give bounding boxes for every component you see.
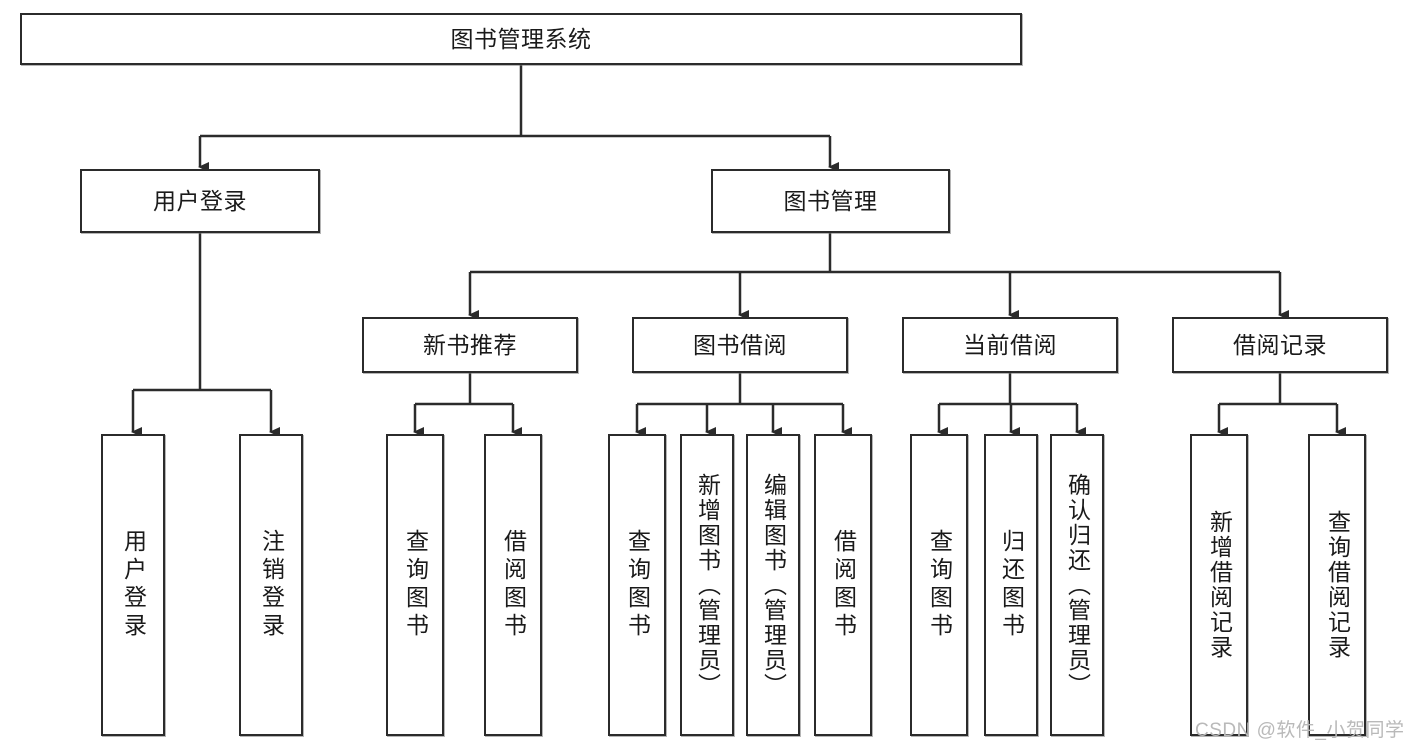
node-leaf-return-book[interactable]: 归还图书 (984, 434, 1038, 736)
node-leaf-query-book-2[interactable]: 查询图书 (608, 434, 666, 736)
node-label: 新增图书（管理员） (694, 472, 721, 698)
node-book-manage[interactable]: 图书管理 (711, 169, 950, 233)
node-leaf-confirm-return-admin[interactable]: 确认归还（管理员） (1050, 434, 1104, 736)
node-label: 编辑图书（管理员） (760, 472, 787, 698)
node-label: 注销登录 (258, 529, 285, 641)
node-leaf-add-book-admin[interactable]: 新增图书（管理员） (680, 434, 734, 736)
node-label: 借阅记录 (1233, 331, 1327, 358)
node-label: 借阅图书 (500, 529, 527, 641)
node-label: 查询图书 (624, 529, 651, 641)
node-current-borrow[interactable]: 当前借阅 (902, 317, 1118, 373)
node-leaf-add-borrow-record[interactable]: 新增借阅记录 (1190, 434, 1248, 736)
node-leaf-borrow-book-1[interactable]: 借阅图书 (484, 434, 542, 736)
node-label: 当前借阅 (963, 331, 1057, 358)
node-label: 归还图书 (998, 529, 1025, 641)
node-label: 查询借阅记录 (1324, 510, 1351, 660)
node-label: 查询图书 (402, 529, 429, 641)
node-leaf-user-logout[interactable]: 注销登录 (239, 434, 303, 736)
node-label: 借阅图书 (830, 529, 857, 641)
node-user-login[interactable]: 用户登录 (80, 169, 320, 233)
node-label: 新书推荐 (423, 331, 517, 358)
connector-lines (131, 65, 1346, 437)
node-label: 新增借阅记录 (1206, 510, 1233, 660)
node-leaf-user-login[interactable]: 用户登录 (101, 434, 165, 736)
node-label: 图书管理系统 (450, 25, 592, 52)
csdn-watermark: CSDN @软件_小贺同学 (1195, 720, 1405, 741)
node-book-borrow[interactable]: 图书借阅 (632, 317, 848, 373)
node-borrow-record[interactable]: 借阅记录 (1172, 317, 1388, 373)
node-label: 图书借阅 (693, 331, 787, 358)
node-label: 确认归还（管理员） (1064, 472, 1091, 698)
node-leaf-borrow-book-2[interactable]: 借阅图书 (814, 434, 872, 736)
node-leaf-query-book-1[interactable]: 查询图书 (386, 434, 444, 736)
node-label: 用户登录 (153, 187, 247, 214)
node-label: 查询图书 (926, 529, 953, 641)
node-leaf-query-book-3[interactable]: 查询图书 (910, 434, 968, 736)
node-label: 用户登录 (120, 529, 147, 641)
node-leaf-edit-book-admin[interactable]: 编辑图书（管理员） (746, 434, 800, 736)
node-label: 图书管理 (783, 187, 878, 214)
node-new-book-recommend[interactable]: 新书推荐 (362, 317, 578, 373)
node-root[interactable]: 图书管理系统 (20, 13, 1022, 65)
node-leaf-query-borrow-record[interactable]: 查询借阅记录 (1308, 434, 1366, 736)
